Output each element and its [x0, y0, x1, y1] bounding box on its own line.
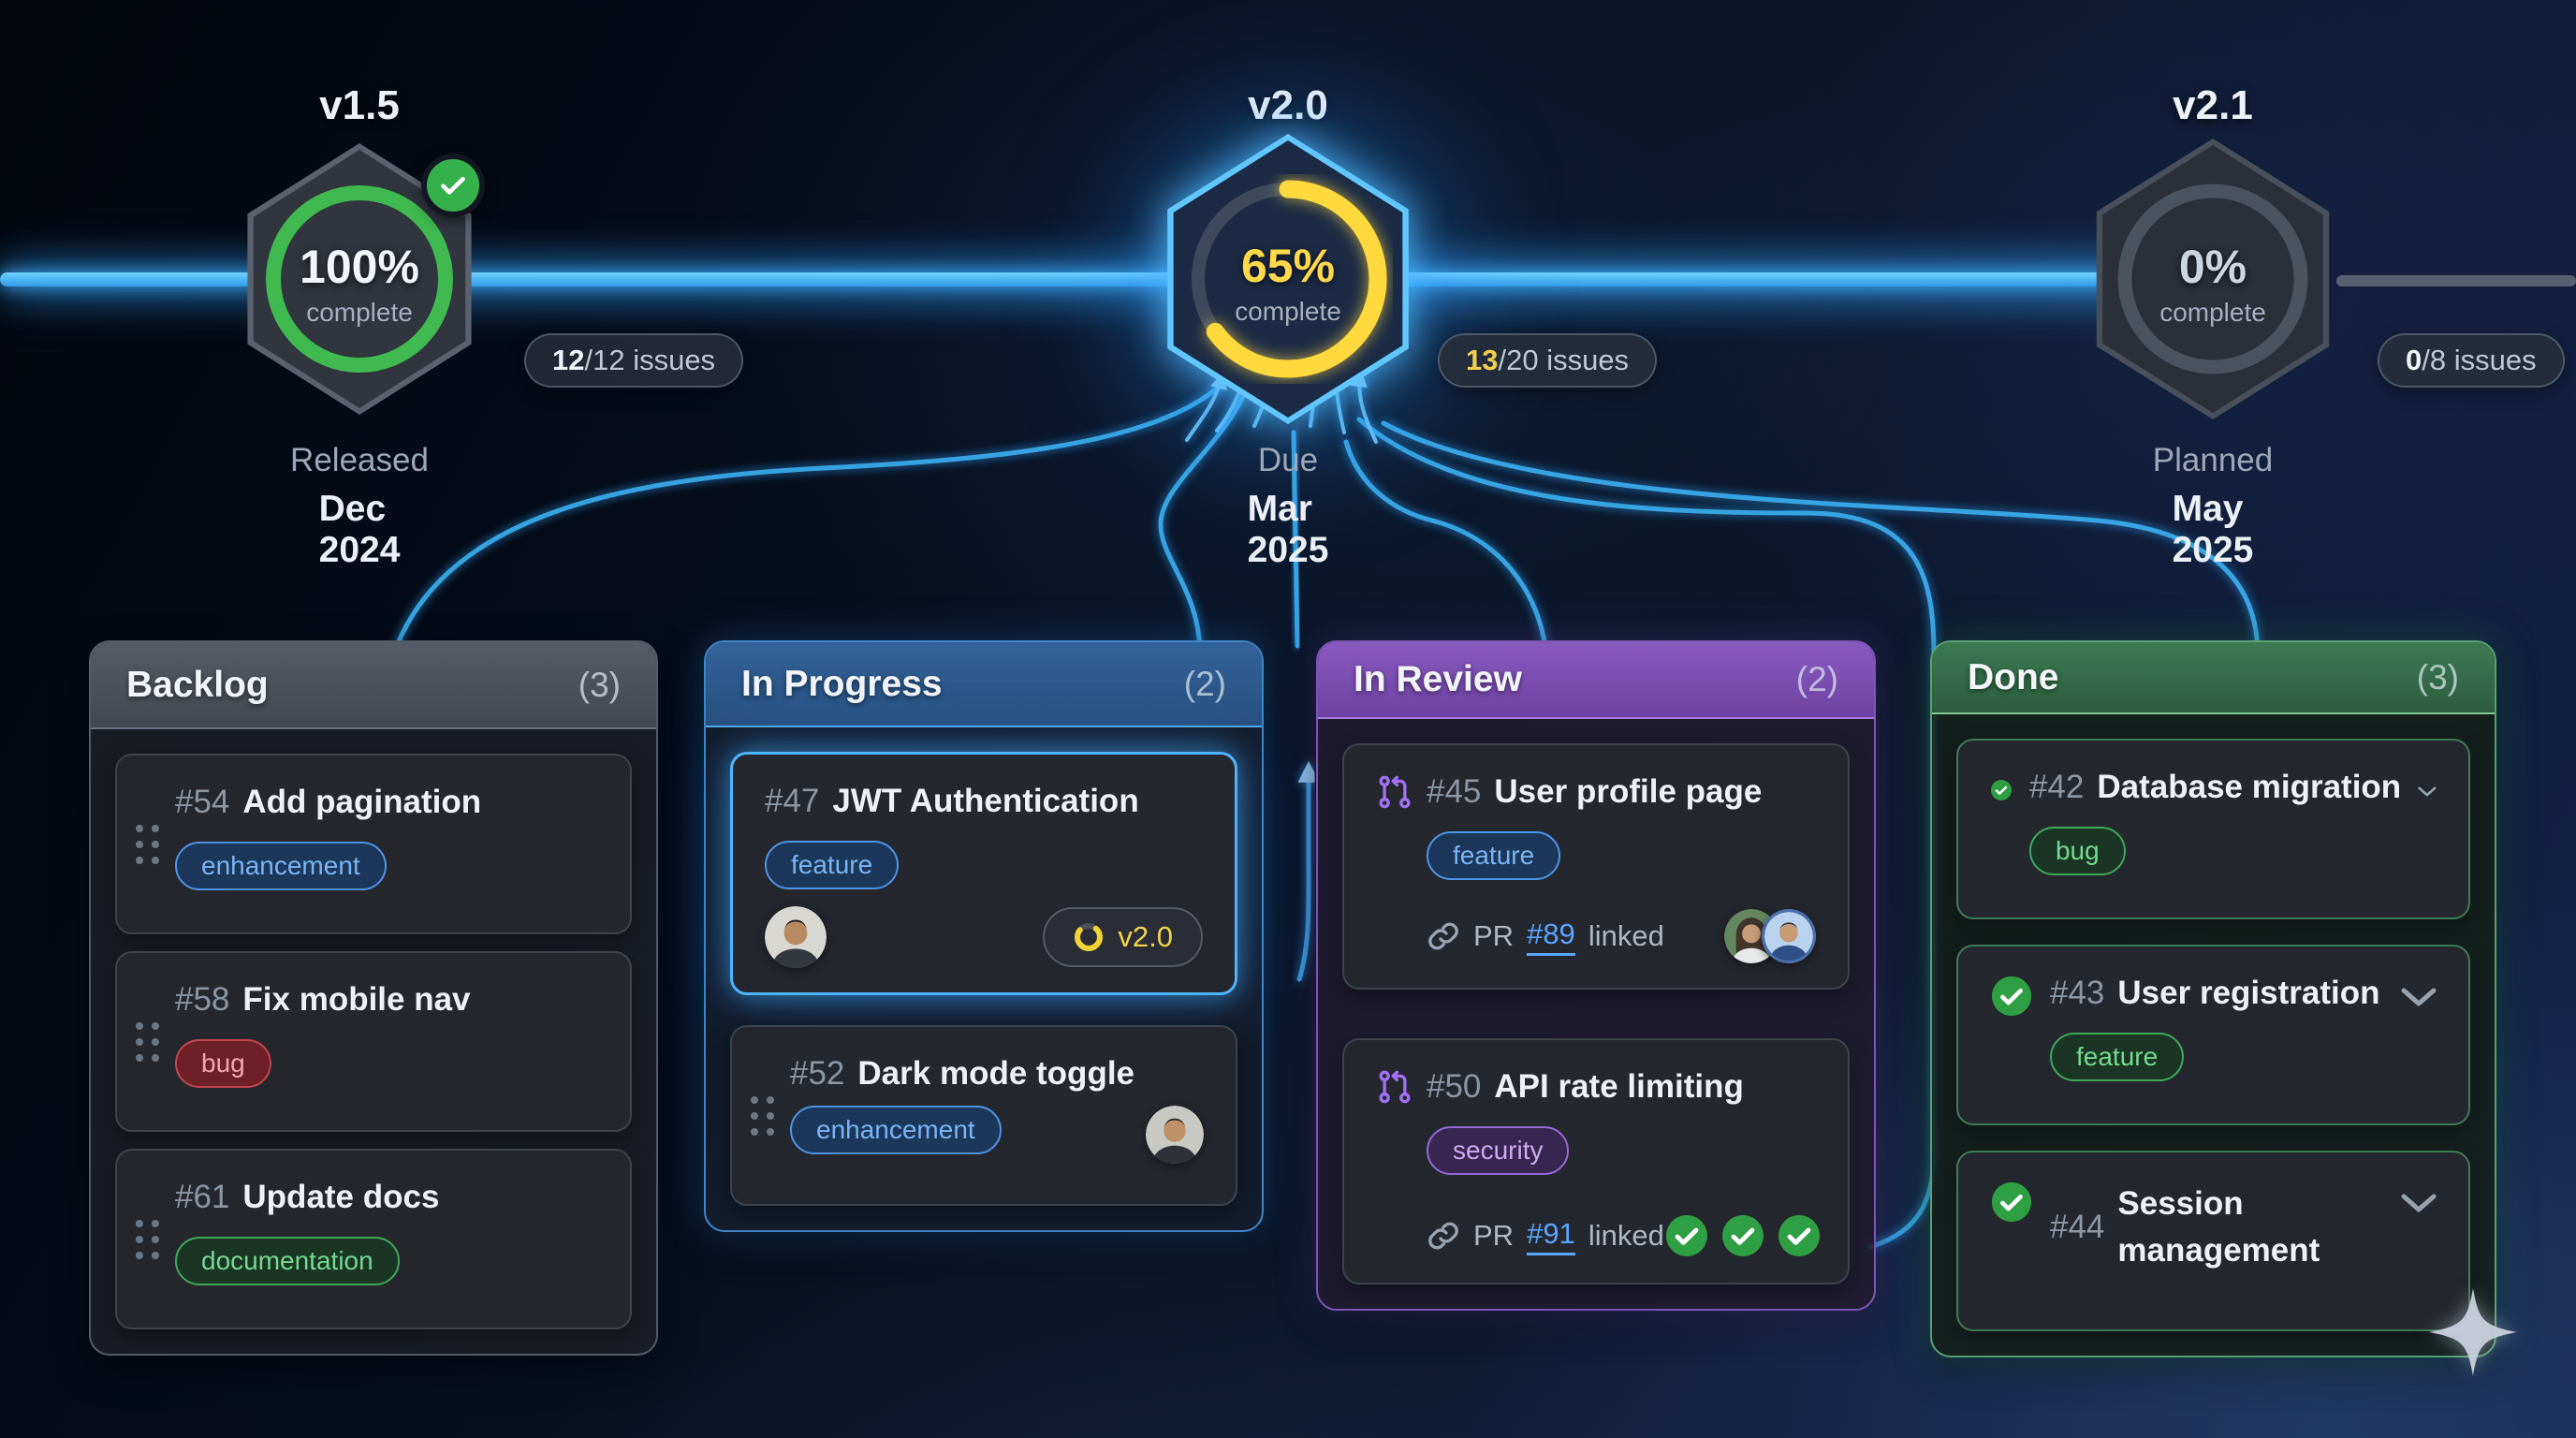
column-count: (3) [2416, 657, 2459, 697]
milestone-percent: 100% [300, 241, 419, 293]
check-circle-icon [1721, 1215, 1764, 1256]
progress-arc-icon [1075, 923, 1104, 951]
milestone-version: v2.1 [2173, 82, 2253, 128]
milestone-version: v1.5 [319, 82, 400, 128]
milestone-status: Due [1257, 442, 1319, 478]
label-pill: bug [175, 1039, 271, 1088]
label-pill: feature [1427, 831, 1561, 880]
progress-ring-0 [2117, 183, 2308, 374]
milestone-hexagon-v2.0[interactable]: 65% complete [1157, 134, 1419, 424]
label-pill: enhancement [790, 1106, 1002, 1154]
link-icon [1428, 1222, 1458, 1250]
label-pill: bug [2028, 827, 2126, 875]
chevron-down-icon[interactable] [2418, 782, 2437, 802]
column-header-backlog[interactable]: Backlog (3) [91, 642, 656, 729]
column-header-in-progress[interactable]: In Progress (2) [706, 642, 1262, 727]
milestone-hexagon-v1.5[interactable]: 100% complete [238, 143, 481, 415]
reviewer-avatar[interactable] [1762, 909, 1816, 963]
arrow-6 [1350, 369, 1378, 444]
chevron-down-icon[interactable] [2401, 988, 2437, 1008]
flow-inprogress-to-v2 [1158, 379, 1251, 658]
issues-count-pill: 12/12 issues [524, 333, 744, 388]
done-check-icon [1991, 976, 2032, 1017]
progress-ring-65 [1189, 180, 1387, 378]
column-count: (2) [1183, 664, 1226, 703]
column-header-in-review[interactable]: In Review (2) [1318, 642, 1874, 719]
label-pill: security [1427, 1126, 1570, 1175]
progress-ring-100 [266, 185, 453, 373]
drag-handle-icon[interactable] [136, 1021, 159, 1062]
pull-request-icon [1379, 1070, 1411, 1104]
flow-v2-to-review [1356, 417, 1937, 1250]
assignee-avatar[interactable] [765, 906, 827, 968]
assignee-avatar[interactable] [1146, 1106, 1204, 1164]
milestone-percent: 65% [1240, 240, 1336, 292]
sparkle-icon [2429, 1288, 2517, 1376]
issue-card-44[interactable]: #44 Session management [1956, 1151, 2470, 1331]
label-pill: feature [765, 841, 900, 889]
pull-request-icon [1379, 775, 1411, 809]
pr-link[interactable]: #91 [1527, 1217, 1575, 1255]
milestone-date: May 2025 [2172, 489, 2254, 570]
drag-handle-icon[interactable] [136, 1219, 159, 1259]
approval-checks [1664, 1213, 1822, 1258]
link-icon [1428, 922, 1458, 950]
flow-review-to-v2 [1343, 439, 1549, 658]
label-pill: documentation [175, 1237, 400, 1285]
flow-done-to-v2 [1381, 420, 2261, 658]
column-count: (2) [1795, 660, 1838, 698]
column-count: (3) [578, 665, 621, 704]
arrow-1 [1185, 371, 1228, 442]
done-check-icon [1991, 1181, 2032, 1223]
milestone-version: v2.0 [1248, 82, 1328, 128]
milestone-status: Planned [2152, 442, 2274, 478]
timeline-future-segment [2336, 275, 2576, 286]
check-circle-icon [1778, 1215, 1820, 1256]
issues-count-pill: 13/20 issues [1438, 333, 1658, 388]
chevron-down-icon[interactable] [2401, 1194, 2437, 1214]
milestone-date: Dec 2024 [318, 489, 401, 570]
issues-count-pill: 0/8 issues [2378, 333, 2565, 388]
drag-handle-icon[interactable] [751, 1095, 774, 1136]
milestone-status: Released [290, 442, 429, 478]
label-pill: enhancement [175, 842, 387, 890]
drag-handle-icon[interactable] [136, 824, 159, 864]
done-check-icon [1990, 780, 2012, 800]
flow-backlog-to-v2 [390, 386, 1220, 658]
column-header-done[interactable]: Done (3) [1932, 642, 2495, 714]
milestone-complete-check-icon [421, 154, 485, 217]
milestone-badge-v2.0[interactable]: v2.0 [1043, 907, 1203, 967]
check-circle-icon [1665, 1215, 1707, 1256]
timeline-active-segment [0, 272, 2247, 286]
label-pill: feature [2050, 1033, 2185, 1081]
milestone-hexagon-v2.1[interactable]: 0% complete [2086, 139, 2339, 419]
pr-link[interactable]: #89 [1527, 917, 1575, 956]
flow-gap-segment [1291, 430, 1300, 649]
milestone-date: Mar 2025 [1247, 489, 1329, 570]
flow-v2-to-card47 [1296, 760, 1320, 982]
milestone-percent: 0% [2178, 241, 2247, 293]
